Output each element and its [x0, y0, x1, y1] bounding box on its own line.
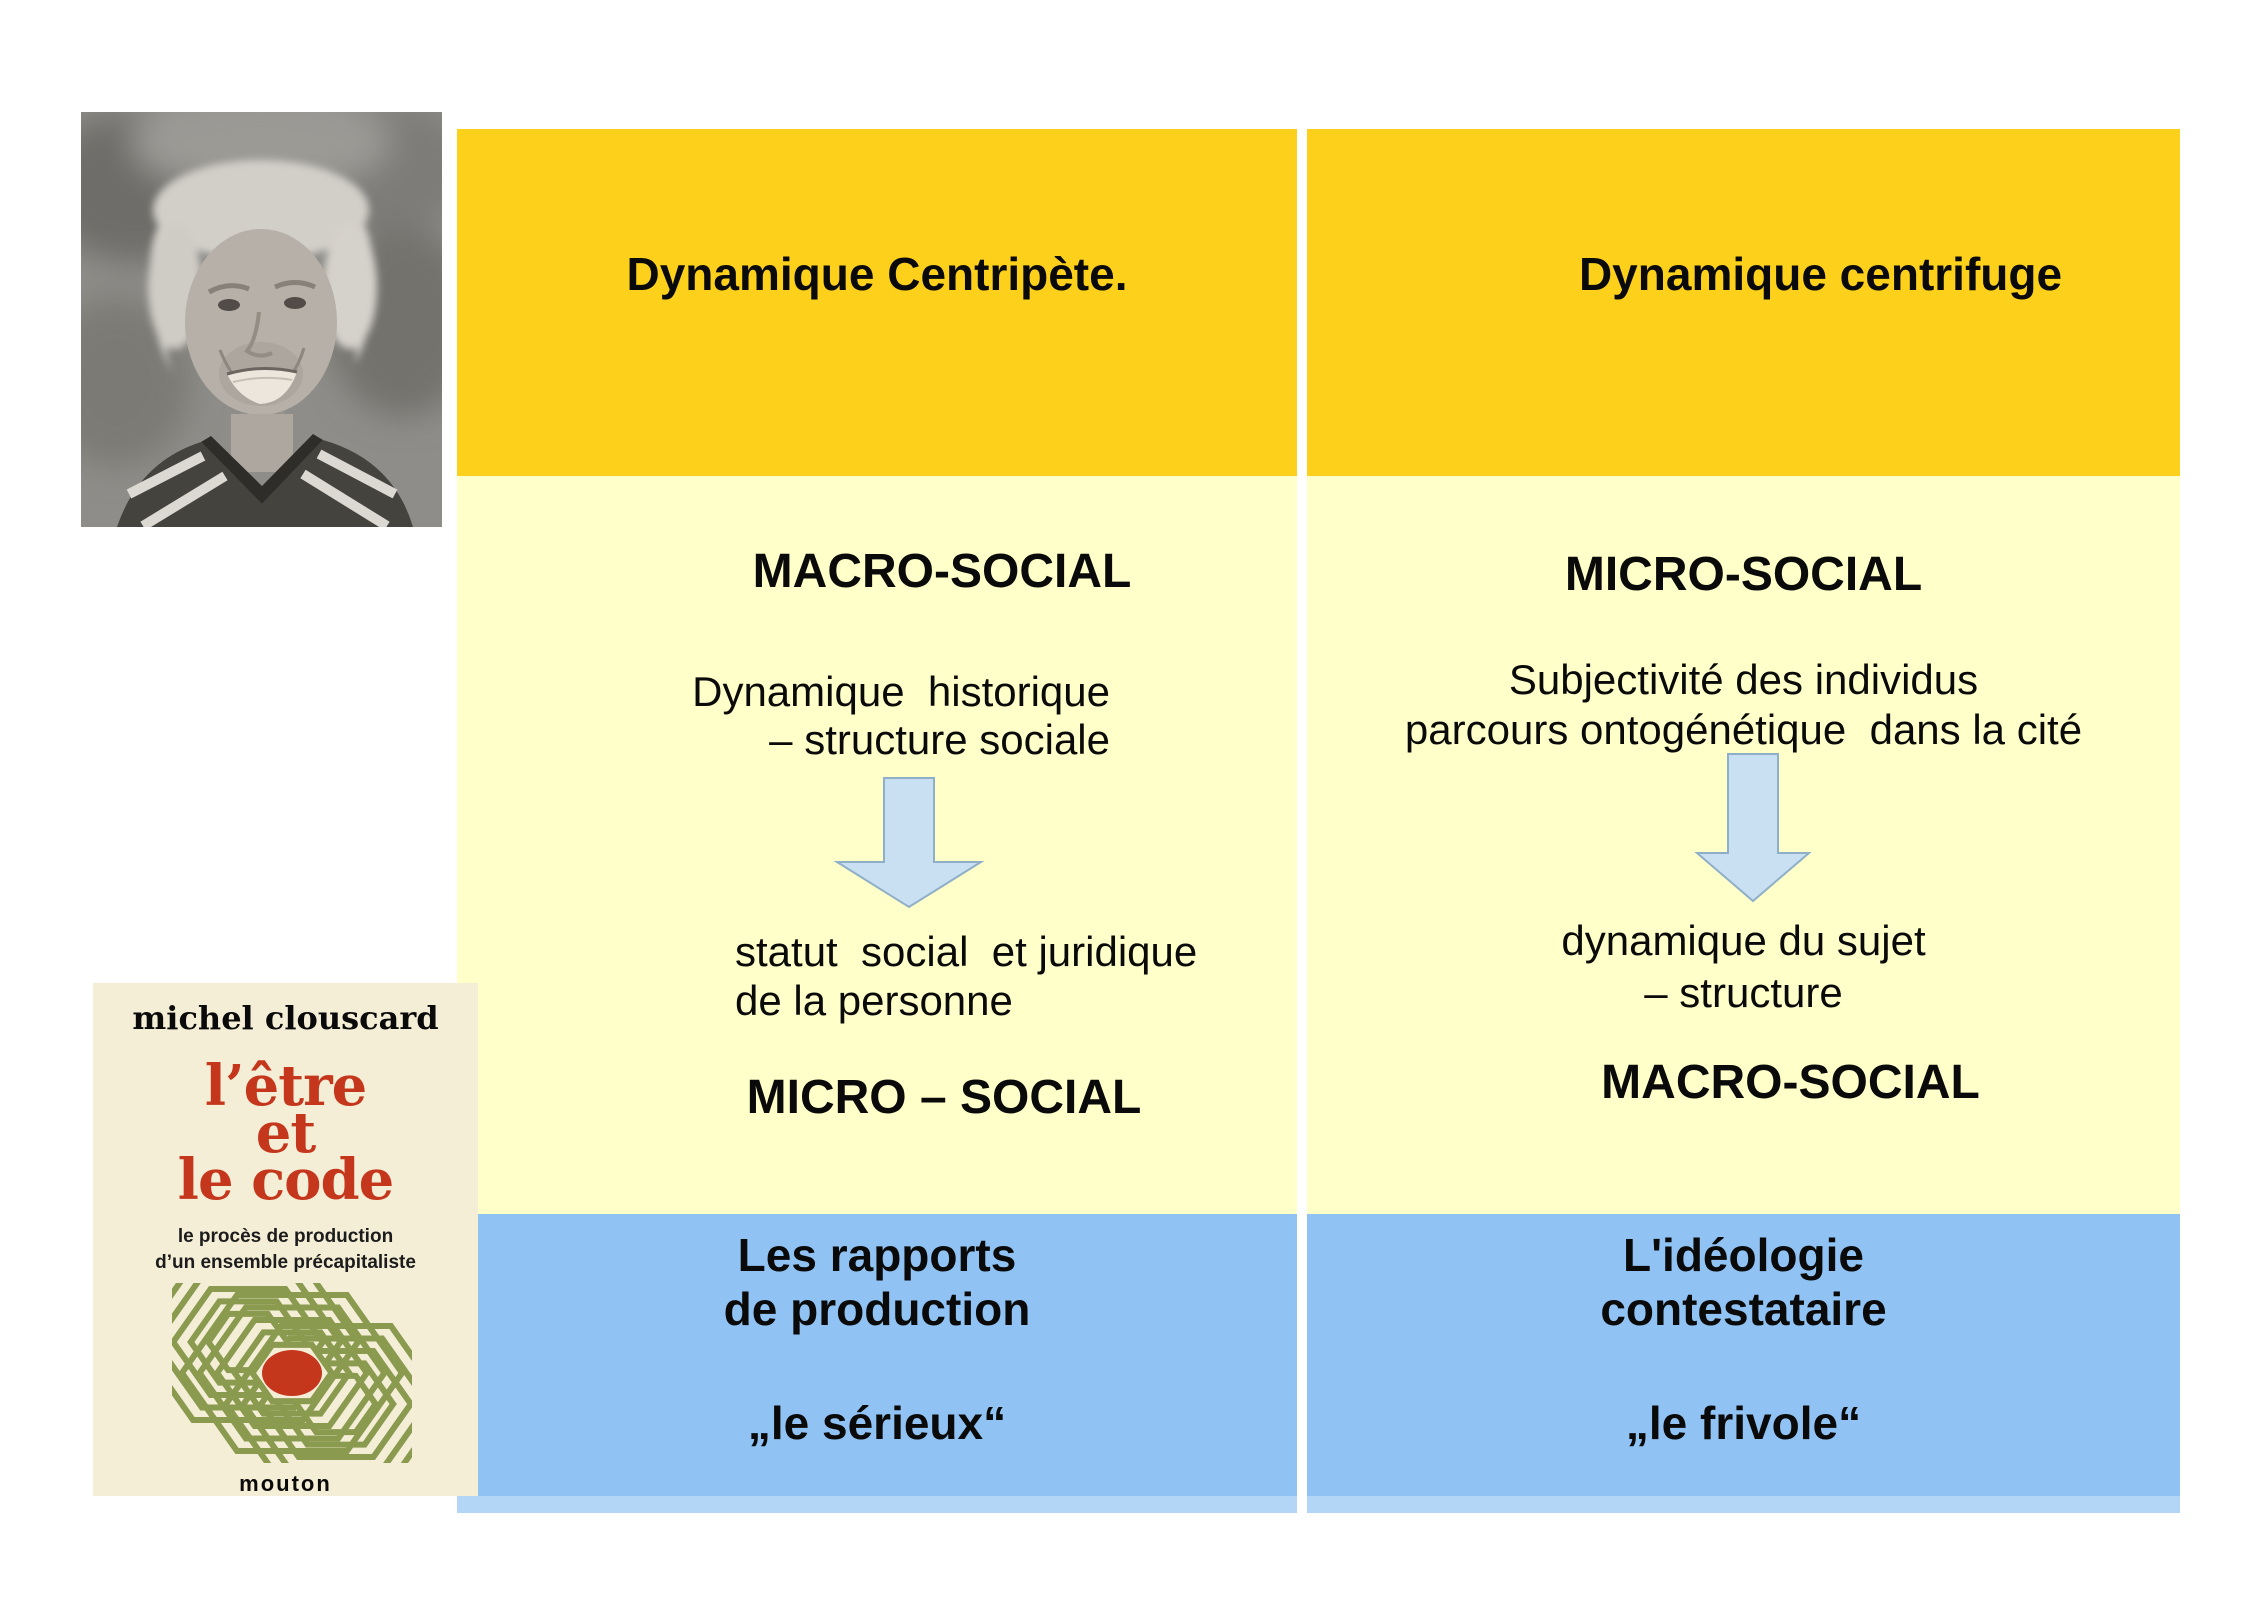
portrait-photo-image	[41, 92, 478, 531]
left-rapports-production-text: Les rapports de production	[723, 1229, 1031, 1335]
left-macro-social-title: MACRO-SOCIAL	[752, 545, 1132, 598]
right-subjectivite-text: Subjectivité des individus parcours onto…	[1404, 656, 2083, 753]
body-cell-right: MICRO-SOCIAL Subjectivité des individus …	[1307, 476, 2180, 1214]
portrait-photo	[41, 92, 478, 531]
left-micro-social-subtitle: MICRO – SOCIAL	[746, 1071, 1142, 1124]
book-author: michel clouscard	[132, 999, 439, 1037]
column-divider	[1297, 129, 1307, 1513]
book-cover: michel clouscard l’être et le code le pr…	[93, 983, 478, 1496]
book-subtitle: le procès de production d’un ensemble pr…	[155, 1226, 416, 1273]
hexagon-logo-icon	[172, 1283, 412, 1468]
header-right-label: Dynamique centrifuge	[1578, 248, 2063, 300]
book-publisher: mouton	[239, 1471, 332, 1496]
right-macro-social-subtitle: MACRO-SOCIAL	[1601, 1056, 1980, 1109]
book-title: l’être et le code	[177, 1053, 395, 1213]
body-cell-left: MACRO-SOCIAL Dynamique historique – stru…	[457, 476, 1297, 1214]
comparison-table: Dynamique Centripète. Dynamique centrifu…	[457, 129, 2180, 1513]
left-statut-social-text: statut social et juridique de la personn…	[735, 928, 1198, 1024]
right-dynamique-sujet-text: dynamique du sujet – structure	[1561, 917, 1926, 1016]
table-bottom-strip	[457, 1496, 2180, 1513]
down-arrow-icon	[829, 777, 989, 914]
header-cell-centripete: Dynamique Centripète.	[457, 129, 1297, 476]
header-cell-centrifuge: Dynamique centrifuge	[1307, 129, 2180, 476]
right-ideologie-text: L'idéologie contestataire	[1600, 1229, 1887, 1335]
footer-cell-left: Les rapports de production „le sérieux“	[457, 1214, 1297, 1496]
header-left-label: Dynamique Centripète.	[626, 248, 1128, 300]
down-arrow-icon	[1693, 753, 1813, 908]
footer-cell-right: L'idéologie contestataire „le frivole“	[1307, 1214, 2180, 1496]
left-dynamique-historique-text: Dynamique historique – structure sociale	[692, 668, 1110, 763]
right-micro-social-title: MICRO-SOCIAL	[1564, 548, 1923, 601]
left-serieux-quote: „le sérieux“	[747, 1397, 1007, 1449]
right-frivole-quote: „le frivole“	[1625, 1397, 1862, 1449]
